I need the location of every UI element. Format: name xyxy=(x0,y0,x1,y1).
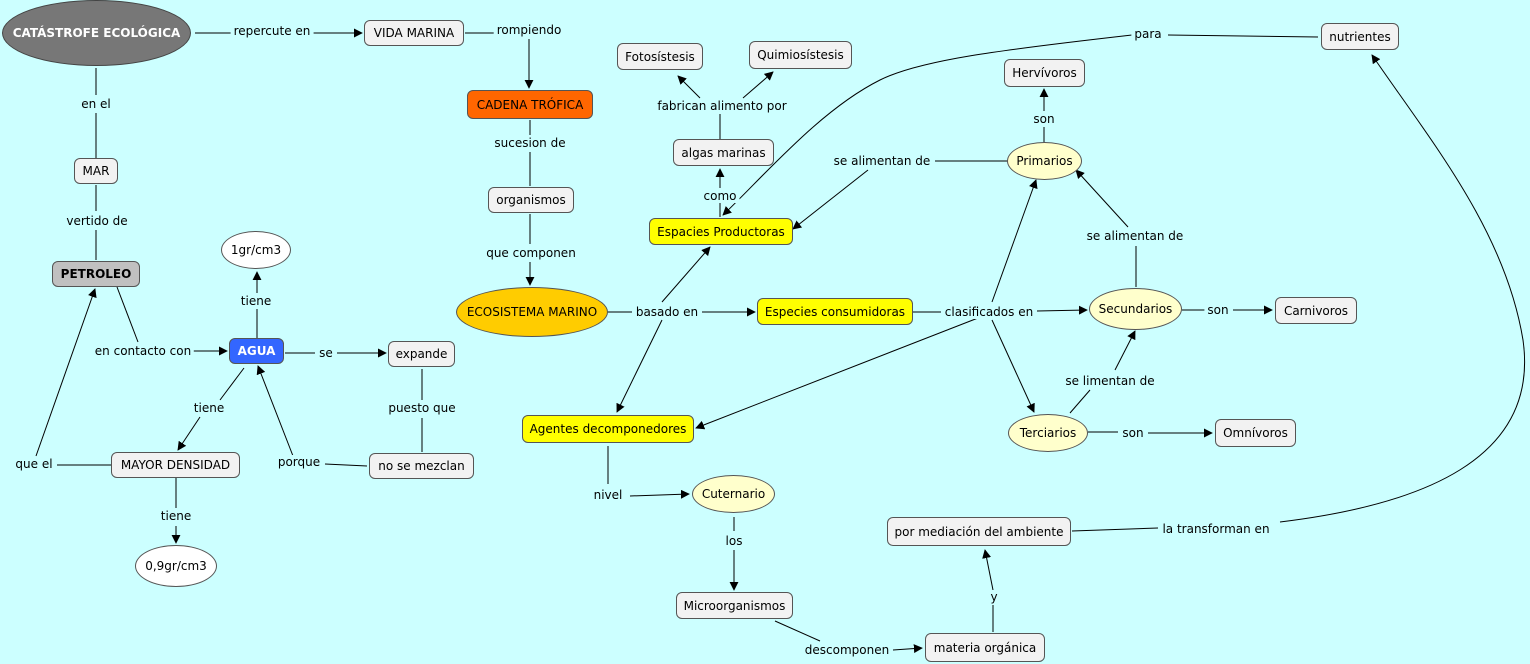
descomponedores-node[interactable]: Agentes decomponedores xyxy=(522,415,694,443)
link-se: se xyxy=(316,346,336,360)
fotosintesis-node[interactable]: Fotosístesis xyxy=(617,43,703,70)
nutrientes-node[interactable]: nutrientes xyxy=(1321,23,1399,50)
link-tiene-densidad-agua: tiene xyxy=(237,294,275,308)
link-sucesion-de: sucesion de xyxy=(491,136,569,150)
mar-node[interactable]: MAR xyxy=(74,158,118,184)
quimiosintesis-node[interactable]: Quimiosístesis xyxy=(749,41,852,69)
link-nivel: nivel xyxy=(590,488,626,502)
densidad-agua-node[interactable]: 1gr/cm3 xyxy=(221,231,291,269)
densidad-petroleo-node[interactable]: 0,9gr/cm3 xyxy=(135,545,217,587)
link-puesto-que: puesto que xyxy=(385,401,459,415)
link-que-el: que el xyxy=(12,457,56,471)
link-en-el: en el xyxy=(78,97,114,111)
link-tiene-mayor-densidad: tiene xyxy=(190,401,228,415)
link-son-carnivoros: son xyxy=(1204,303,1232,317)
carnivoros-node[interactable]: Carnivoros xyxy=(1275,297,1357,324)
terciarios-node[interactable]: Terciarios xyxy=(1008,414,1088,452)
link-se-limentan-secundarios: se limentan de xyxy=(1062,374,1158,388)
link-en-contacto-con: en contacto con xyxy=(91,344,195,358)
primarios-node[interactable]: Primarios xyxy=(1007,142,1082,180)
link-para: para xyxy=(1131,27,1165,41)
cuternario-node[interactable]: Cuternario xyxy=(692,475,775,513)
catastrofe-node[interactable]: CATÁSTROFE ECOLÓGICA xyxy=(2,0,191,66)
link-los: los xyxy=(722,534,746,548)
link-repercute-en: repercute en xyxy=(230,24,314,38)
mayor-densidad-node[interactable]: MAYOR DENSIDAD xyxy=(111,452,240,478)
link-son-omnivoros: son xyxy=(1119,426,1147,440)
secundarios-node[interactable]: Secundarios xyxy=(1089,288,1182,330)
algas-node[interactable]: algas marinas xyxy=(673,139,774,166)
link-rompiendo: rompiendo xyxy=(493,23,565,37)
expande-node[interactable]: expande xyxy=(388,341,455,367)
vida-marina-node[interactable]: VIDA MARINA xyxy=(364,20,464,46)
omnivoros-node[interactable]: Omnívoros xyxy=(1215,419,1296,447)
link-descomponen: descomponen xyxy=(801,643,893,657)
link-son-hervivoros: son xyxy=(1030,112,1058,126)
link-porque: porque xyxy=(274,455,324,469)
agua-node[interactable]: AGUA xyxy=(229,338,284,364)
link-y: y xyxy=(987,590,1001,604)
consumidoras-node[interactable]: Especies consumidoras xyxy=(757,298,913,325)
ecosistema-node[interactable]: ECOSISTEMA MARINO xyxy=(456,287,608,337)
petroleo-node[interactable]: PETROLEO xyxy=(52,261,140,287)
link-basado-en: basado en xyxy=(632,305,702,319)
ambiente-node[interactable]: por mediación del ambiente xyxy=(887,517,1071,546)
materia-node[interactable]: materia orgánica xyxy=(925,633,1045,662)
link-clasificados-en: clasificados en xyxy=(941,305,1037,319)
link-tiene-densidad-petroleo: tiene xyxy=(157,509,195,523)
link-que-componen: que componen xyxy=(483,246,579,260)
link-se-alimentan-primarios: se alimentan de xyxy=(1083,229,1187,243)
link-vertido-de: vertido de xyxy=(63,214,131,228)
link-fabrican-alimento: fabrican alimento por xyxy=(654,99,790,113)
herbivoros-node[interactable]: Hervívoros xyxy=(1004,59,1085,87)
productoras-node[interactable]: Espacies Productoras xyxy=(649,218,793,245)
link-se-alimentan-productoras: se alimentan de xyxy=(830,154,934,168)
link-la-transforman-en: la transforman en xyxy=(1159,522,1273,536)
link-como: como xyxy=(700,189,740,203)
cadena-trofica-node[interactable]: CADENA TRÓFICA xyxy=(467,90,593,119)
microorganismos-node[interactable]: Microorganismos xyxy=(676,592,793,619)
no-se-mezclan-node[interactable]: no se mezclan xyxy=(369,453,474,479)
organismos-node[interactable]: organismos xyxy=(488,187,574,213)
